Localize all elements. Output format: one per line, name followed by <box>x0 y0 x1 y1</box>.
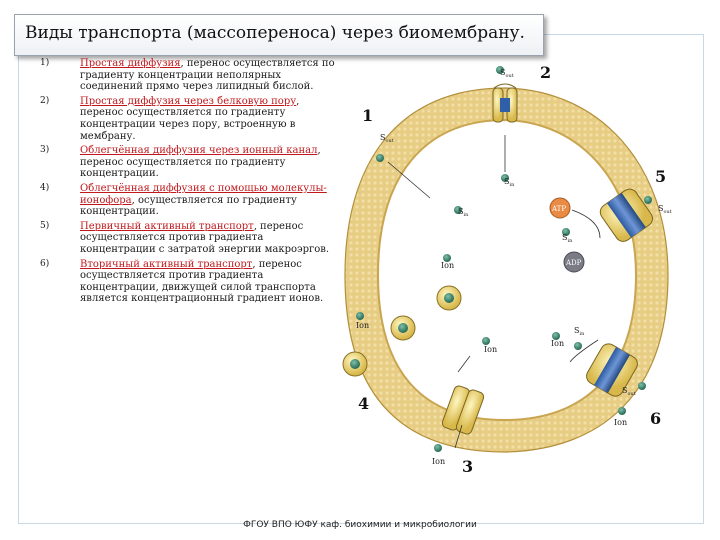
transport-item-5: 5) Первичный активный транспорт, перенос … <box>40 221 340 256</box>
label-sin-4: Sin <box>574 326 585 337</box>
protein-pore <box>492 83 518 123</box>
label-sin-3: Sin <box>562 233 573 244</box>
ion-3 <box>482 337 490 345</box>
item-description: , перенос осуществляется по градиенту ко… <box>80 95 300 142</box>
label-ion-3: Ion <box>484 345 497 354</box>
arrow-ion <box>457 355 471 373</box>
adp-molecule <box>563 251 585 273</box>
substrate-in-4 <box>574 342 582 350</box>
label-sout-4: Sout <box>622 386 636 397</box>
substrate-out-1 <box>376 154 384 162</box>
item-number: 5) <box>40 220 50 231</box>
ionophore-ion-1 <box>398 323 408 333</box>
item-number: 3) <box>40 145 50 156</box>
transport-item-3: 3) Облегчённая диффузия через ионный кана… <box>40 145 340 180</box>
item-term-text: Простая диффузия через белковую пору <box>80 95 297 107</box>
transport-item-2: 2) Простая диффузия через белковую пору, … <box>40 96 340 142</box>
item-term: Облегчённая диффузия с помощью молекулы-… <box>80 183 327 206</box>
item-term: Первичный активный транспорт <box>80 221 254 232</box>
symporter <box>586 343 638 397</box>
ion-5 <box>552 332 560 340</box>
item-number: 1) <box>40 58 50 68</box>
atp-pump <box>599 188 653 242</box>
slide-title: Виды транспорта (массопереноса) через би… <box>25 23 525 43</box>
ion-4 <box>434 444 442 452</box>
item-number: 2) <box>40 95 50 106</box>
item-term-text: Простая диффузия <box>80 58 181 69</box>
label-atp: ATP <box>551 205 566 213</box>
item-term: Простая диффузия через белковую пору <box>80 96 296 107</box>
arrow-atp <box>571 209 601 239</box>
ion-2 <box>356 312 364 320</box>
ionophore-ion-2 <box>444 293 454 303</box>
diagram-numbers: 1 2 3 4 5 6 <box>358 63 666 476</box>
substrate-in-2 <box>454 206 462 214</box>
slide-footer: ФГОУ ВПО ЮФУ каф. биохимии и микробиолог… <box>243 520 477 530</box>
item-term-text: Вторичный активный транспорт <box>80 258 253 270</box>
number-5: 5 <box>655 167 666 186</box>
item-description: , перенос осуществляется по градиенту ко… <box>80 145 321 180</box>
label-sout-2: Sout <box>380 133 394 144</box>
item-description: , перенос осуществляется по градиенту ко… <box>80 58 335 93</box>
transport-list: 1)Простая диффузия, перенос осуществляет… <box>40 58 340 308</box>
label-ion-1: Ion <box>441 261 454 270</box>
ion-1 <box>443 254 451 262</box>
substrate-out-2 <box>496 66 504 74</box>
arrow-diffusion <box>387 161 431 199</box>
label-sout-3: Sout <box>658 204 672 215</box>
label-sout-1: Sout <box>500 68 514 79</box>
substrate-out-3 <box>644 196 652 204</box>
substrate-in-3 <box>562 228 570 236</box>
item-description: , осуществляется по градиенту концентрац… <box>80 194 297 218</box>
ion-6 <box>618 407 626 415</box>
number-2: 2 <box>540 63 551 82</box>
item-description: , перенос осуществляется против градиент… <box>80 220 330 255</box>
ionophore-ion-3 <box>350 359 360 369</box>
number-1: 1 <box>362 106 373 125</box>
number-4: 4 <box>358 394 369 413</box>
label-ion-4: Ion <box>432 457 445 466</box>
label-adp: ADP + Pi <box>565 259 598 269</box>
item-term-text: Первичный активный транспорт <box>80 220 254 232</box>
item-term-text: Облегчённая диффузия с помощью молекулы-… <box>80 182 327 206</box>
transport-item-4: 4) Облегчённая диффузия с помощью молекул… <box>40 183 340 218</box>
arrow-channel <box>454 424 463 449</box>
title-box: Виды транспорта (массопереноса) через би… <box>14 14 544 56</box>
item-term: Облегчённая диффузия через ионный канал <box>80 145 318 156</box>
item-term: Простая диффузия <box>80 58 181 69</box>
ion-channel <box>441 385 485 435</box>
item-number: 6) <box>40 258 50 269</box>
label-ion-6: Ion <box>614 418 627 427</box>
transport-item-6: 6) Вторичный активный транспорт, перенос … <box>40 259 340 305</box>
item-term: Вторичный активный транспорт <box>80 259 252 270</box>
label-sin-2: Sin <box>458 207 469 218</box>
item-description: , перенос осуществляется против градиент… <box>80 258 324 305</box>
label-ion-5: Ion <box>551 339 564 348</box>
diagram-labels: Sout Sout Sin Sin Sin Sout Sin Sout Ion … <box>356 68 672 466</box>
substrate-out-4 <box>638 382 646 390</box>
arrow-symport <box>569 339 599 363</box>
number-3: 3 <box>462 457 473 476</box>
item-term-text: Облегчённая диффузия через ионный канал <box>80 145 318 157</box>
number-6: 6 <box>650 409 661 428</box>
atp-molecule <box>549 197 571 219</box>
item-number: 4) <box>40 182 50 193</box>
substrate-in-1 <box>501 174 509 182</box>
label-ion-2: Ion <box>356 321 369 330</box>
transport-item-1: 1) Простая диффузия, перенос осуществляет… <box>40 58 340 93</box>
label-sin-1: Sin <box>504 177 515 188</box>
